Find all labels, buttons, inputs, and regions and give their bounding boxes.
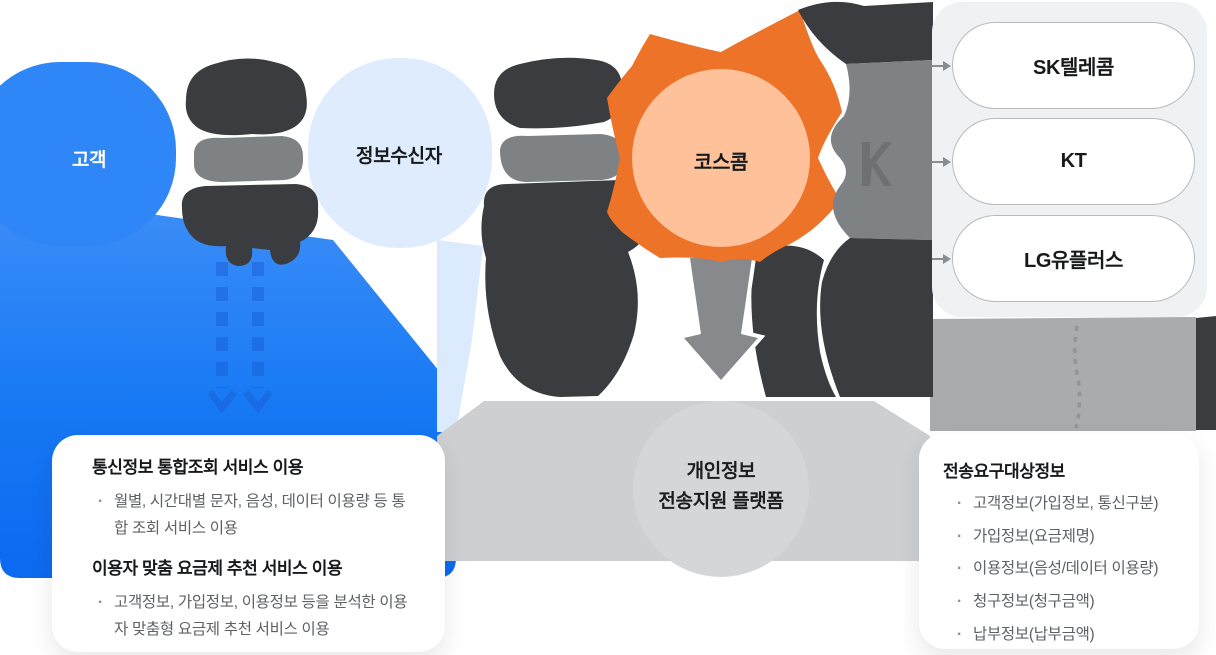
transfer-info-bullet-2: 가입정보(요금제명) <box>943 524 1181 551</box>
connector-blob-c-bottom <box>820 238 933 397</box>
transfer-info-bullet-4: 청구정보(청구금액) <box>943 589 1181 616</box>
service-usage-bullet-2: 고객정보, 가입정보, 이용정보 등을 분석한 이용자 맞춤형 요금제 추천 서… <box>92 590 415 643</box>
receiver-node-shape <box>308 58 492 248</box>
obscured-glyph <box>862 142 892 186</box>
customer-node-shape <box>0 62 176 246</box>
transfer-info-bullet-5: 납부정보(납부금액) <box>943 622 1181 649</box>
connector-blob-b-bottom <box>481 180 649 397</box>
koscom-label: 코스콤 <box>693 152 749 174</box>
receiver-beam <box>437 240 483 432</box>
right-gray-backdrop <box>930 317 1196 431</box>
connector-blob-a-top <box>185 58 307 136</box>
platform-label-line1: 개인정보 <box>686 461 756 482</box>
service-usage-bullet-1: 월별, 시간대별 문자, 음성, 데이터 이용량 등 통합 조회 서비스 이용 <box>92 489 415 542</box>
connector-blob-a-mid <box>194 136 304 182</box>
connector-blob-b-top <box>494 57 623 129</box>
arrow-right-icon <box>932 61 951 71</box>
connector-blob-a-bottom <box>181 184 319 266</box>
koscom-down-right-blob <box>751 245 836 397</box>
customer-label: 고객 <box>71 150 107 171</box>
platform-label: 개인정보 전송지원 플랫폼 <box>611 457 831 517</box>
telecom-panel: SK텔레콤 KT LG유플러스 <box>932 2 1207 317</box>
telecom-pill-skt-label: SK텔레콤 <box>1033 57 1114 79</box>
dashed-connector <box>1073 325 1082 429</box>
transfer-info-card: 전송요구대상정보 고객정보(가입정보, 통신구분) 가입정보(요금제명) 이용정… <box>919 433 1199 649</box>
telecom-pill-kt: KT <box>952 118 1195 205</box>
platform-label-line2: 전송지원 플랫폼 <box>658 491 784 512</box>
right-edge-dark-strip <box>1196 316 1216 430</box>
transfer-info-heading: 전송요구대상정보 <box>943 462 1065 481</box>
beam-dashed-arrows <box>207 262 273 414</box>
connector-blob-b-mid <box>500 134 625 182</box>
funnel-down-arrow <box>676 254 766 387</box>
platform-node-shape <box>633 401 809 577</box>
service-usage-heading-2: 이용자 맞춤 요금제 추천 서비스 이용 <box>92 559 343 579</box>
receiver-label: 정보수신자 <box>356 146 442 167</box>
transfer-info-bullet-1: 고객정보(가입정보, 통신구분) <box>943 491 1181 518</box>
telecom-pill-lgu: LG유플러스 <box>952 215 1195 302</box>
service-usage-card: 통신정보 통합조회 서비스 이용 월별, 시간대별 문자, 음성, 데이터 이용… <box>52 435 445 652</box>
arrow-right-icon <box>932 157 951 167</box>
service-usage-heading-1: 통신정보 통합조회 서비스 이용 <box>92 458 304 477</box>
connector-blob-c-top <box>798 1 933 64</box>
koscom-node-shape <box>632 69 810 247</box>
arrow-right-icon <box>932 254 951 264</box>
telecom-pill-lgu-label: LG유플러스 <box>1024 250 1123 272</box>
telecom-pill-kt-label: KT <box>1060 150 1087 172</box>
transfer-info-bullet-3: 이용정보(음성/데이터 이용량) <box>943 556 1181 583</box>
telecom-pill-skt: SK텔레콤 <box>952 22 1195 109</box>
